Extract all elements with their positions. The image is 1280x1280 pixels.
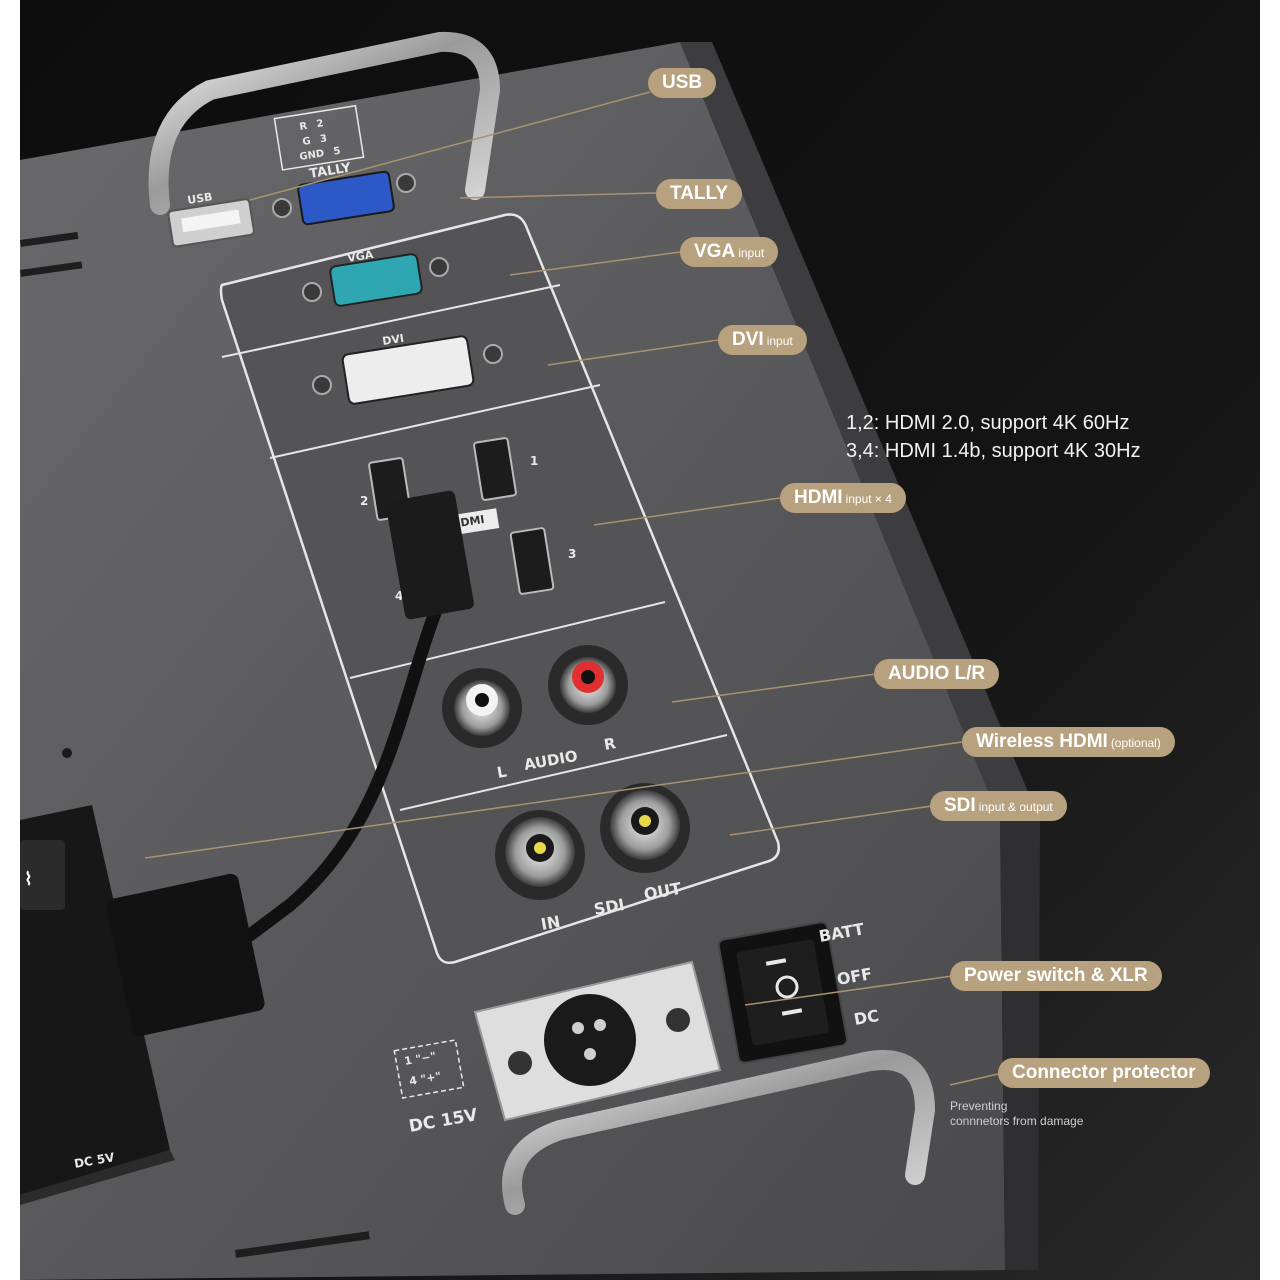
tally-label: TALLY: [656, 179, 743, 209]
panel-usb-text: USB: [186, 190, 213, 207]
panel-dvi-text: DVI: [381, 332, 405, 348]
panel-hdmi2: 2: [360, 494, 368, 508]
panel-tally-text: TALLY: [308, 160, 352, 181]
panel-tally-r: R: [299, 121, 309, 133]
panel-tally-g-pin: 3: [319, 133, 328, 145]
panel-tally-gnd-pin: 5: [333, 146, 342, 158]
connector-protector-label: Connector protector: [998, 1058, 1210, 1088]
power-switch-label: Power switch & XLR: [950, 961, 1162, 991]
panel-dc-text: DC: [852, 1006, 880, 1029]
hdmi-note-line2: 3,4: HDMI 1.4b, support 4K 30Hz: [846, 440, 1141, 462]
svg-text:GND 5: GND 5: [299, 146, 342, 163]
panel-hdmi1: 1: [530, 454, 538, 468]
panel-audio-l: L: [496, 762, 509, 781]
protector-description: Preventing connnetors from damage: [950, 1099, 1083, 1129]
wireless-hdmi-label: Wireless HDMI(optional): [962, 727, 1175, 757]
hdmi-note-line1: 1,2: HDMI 2.0, support 4K 60Hz: [846, 412, 1130, 434]
svg-text:R 2: R 2: [299, 118, 325, 133]
panel-audio-r: R: [603, 734, 618, 754]
panel-tally-gnd: GND: [299, 148, 325, 163]
audio-label: AUDIO L/R: [874, 659, 1000, 689]
panel-pin1-text: 1 "−": [403, 1050, 437, 1068]
protector-desc-line1: Preventing: [950, 1099, 1008, 1113]
leader-lines: [144, 91, 999, 1086]
hdmi-spec-note: 1,2: HDMI 2.0, support 4K 60Hz 3,4: HDMI…: [846, 409, 1141, 465]
svg-text:⌇: ⌇: [24, 869, 33, 890]
panel-sdi-in: IN: [539, 912, 561, 934]
panel-hdmi4: 4: [395, 589, 403, 603]
usb-label: USB: [648, 68, 717, 98]
panel-tally-r-pin: 2: [316, 118, 325, 130]
panel-hdmi3: 3: [568, 547, 576, 561]
protector-desc-line2: connnetors from damage: [950, 1114, 1084, 1128]
svg-text:G 3: G 3: [302, 133, 328, 148]
panel-pin4-text: 4 "+": [408, 1070, 442, 1088]
panel-tally-g: G: [302, 136, 312, 148]
